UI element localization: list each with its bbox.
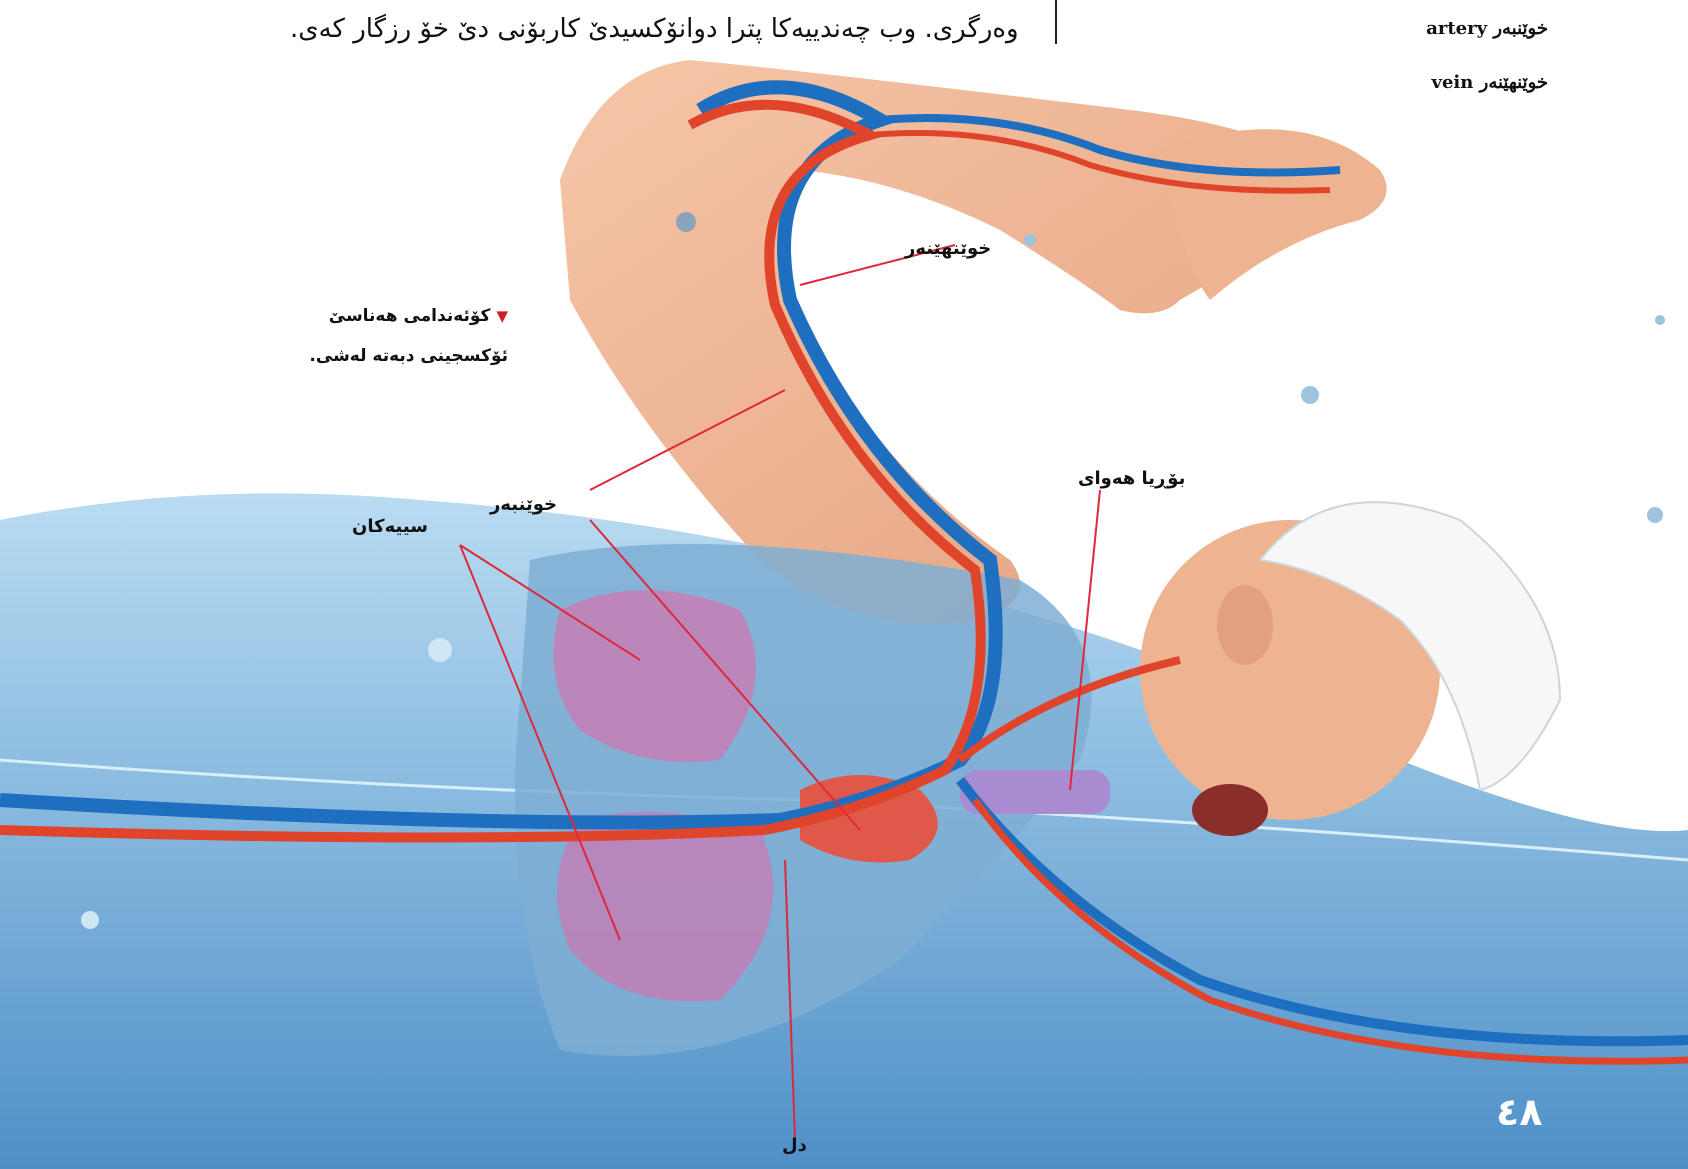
glossary-translation: خوێنبەر xyxy=(1493,18,1548,39)
caption-marker-icon: ▼ xyxy=(496,307,508,325)
label-lungs: سییەکان xyxy=(352,516,428,537)
glossary-artery: خوێنبەر artery xyxy=(1426,18,1548,39)
bubble xyxy=(1024,234,1036,246)
label-heart: دل xyxy=(782,1135,807,1156)
glossary-term: vein xyxy=(1432,72,1474,93)
figure-caption: ▼کۆئەندامی هەناسێ ئۆکسجینی دبەتە لەشی. xyxy=(258,296,508,376)
page-number: ٤٨ xyxy=(1496,1090,1542,1134)
label-artery: خوێنبەر xyxy=(490,494,557,515)
bubble xyxy=(1301,386,1319,404)
bubble xyxy=(428,638,452,662)
body-text-line: وەرگری. وب چەندییەکا پترا دوانۆکسیدێ کار… xyxy=(290,14,1019,44)
label-windpipe: بۆڕیا هەوای xyxy=(1078,468,1185,489)
bubble xyxy=(1647,507,1663,523)
bubble xyxy=(81,911,99,929)
label-vein: خوێنهێنەر xyxy=(905,238,991,259)
glossary-translation: خوێنهێنەر xyxy=(1480,72,1548,93)
glossary-vein: خوێنهێنەر vein xyxy=(1432,72,1549,93)
ear xyxy=(1217,585,1273,665)
glossary-term: artery xyxy=(1426,18,1487,39)
mouth xyxy=(1192,784,1268,836)
column-divider xyxy=(1055,0,1057,44)
bubble xyxy=(1655,315,1665,325)
bubble xyxy=(676,212,696,232)
caption-text: کۆئەندامی هەناسێ ئۆکسجینی دبەتە لەشی. xyxy=(309,306,508,366)
